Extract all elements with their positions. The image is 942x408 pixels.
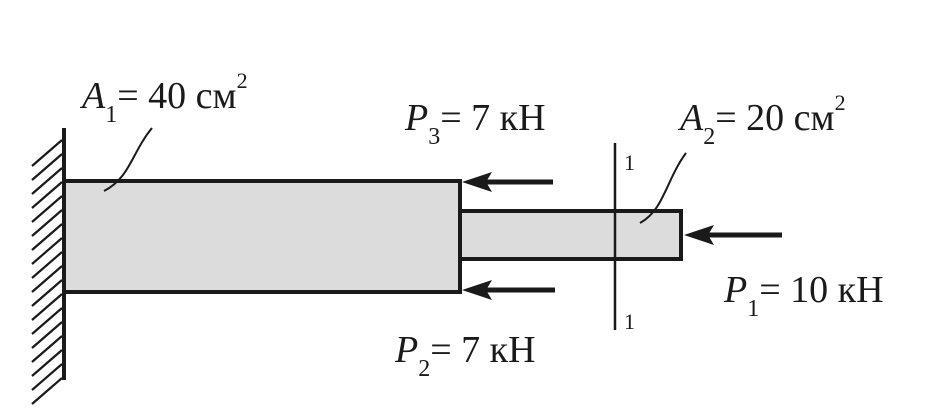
hatch-line <box>31 139 63 167</box>
hatch-line <box>31 167 63 195</box>
fixed-support <box>31 128 66 405</box>
label-a1-subscript: 1 <box>105 102 117 128</box>
hatch-line <box>31 279 63 307</box>
hatch-line <box>31 181 63 209</box>
label-a2-value: = 20 см <box>715 97 834 139</box>
label-a2-symbol: A <box>677 97 704 139</box>
label-p1: P1= 10 кН <box>723 269 884 322</box>
label-a1-value: = 40 см <box>117 75 236 117</box>
arrow-p1 <box>684 225 782 245</box>
label-p2: P2= 7 кН <box>394 329 536 382</box>
bar-section-small <box>458 209 683 261</box>
hatch-line <box>31 237 63 265</box>
arrow-p3 <box>462 172 553 192</box>
hatch-line <box>31 363 63 391</box>
label-a2-superscript: 2 <box>835 90 846 115</box>
leader-line-a2 <box>639 152 687 224</box>
leader-line-a1 <box>103 127 153 192</box>
hatch-line <box>31 335 63 363</box>
section-label-top: 1 <box>624 150 635 175</box>
hatch-line <box>31 293 63 321</box>
hatch-line <box>31 251 63 279</box>
hatch-line <box>31 265 63 293</box>
arrow-p2 <box>462 280 555 300</box>
label-p1-symbol: P <box>723 269 747 311</box>
hatch-line <box>31 307 63 335</box>
hatch-line <box>31 209 63 237</box>
section-label-bottom: 1 <box>624 309 635 334</box>
label-p1-subscript: 1 <box>747 296 759 322</box>
label-p3-value: = 7 кН <box>440 97 545 139</box>
hatch-line <box>31 349 63 377</box>
label-p1-value: = 10 кН <box>759 269 883 311</box>
label-p2-symbol: P <box>394 329 418 371</box>
hatch-line <box>31 321 63 349</box>
label-p3: P3= 7 кН <box>404 97 546 150</box>
hatch-line <box>31 195 63 223</box>
label-p3-subscript: 3 <box>428 124 440 150</box>
hatch-line <box>31 153 63 181</box>
label-a2: A2= 20 см2 <box>677 90 846 150</box>
label-p2-value: = 7 кН <box>430 329 535 371</box>
label-p2-subscript: 2 <box>418 356 430 382</box>
label-p3-symbol: P <box>404 97 428 139</box>
label-a1-superscript: 2 <box>237 68 248 93</box>
label-a2-subscript: 2 <box>703 124 715 150</box>
wall-hatching <box>31 139 63 405</box>
label-a1-symbol: A <box>79 75 106 117</box>
bar-section-large <box>62 179 462 294</box>
hatch-line <box>31 223 63 251</box>
label-a1: A1= 40 см2 <box>79 68 248 128</box>
hatch-line <box>31 377 63 405</box>
